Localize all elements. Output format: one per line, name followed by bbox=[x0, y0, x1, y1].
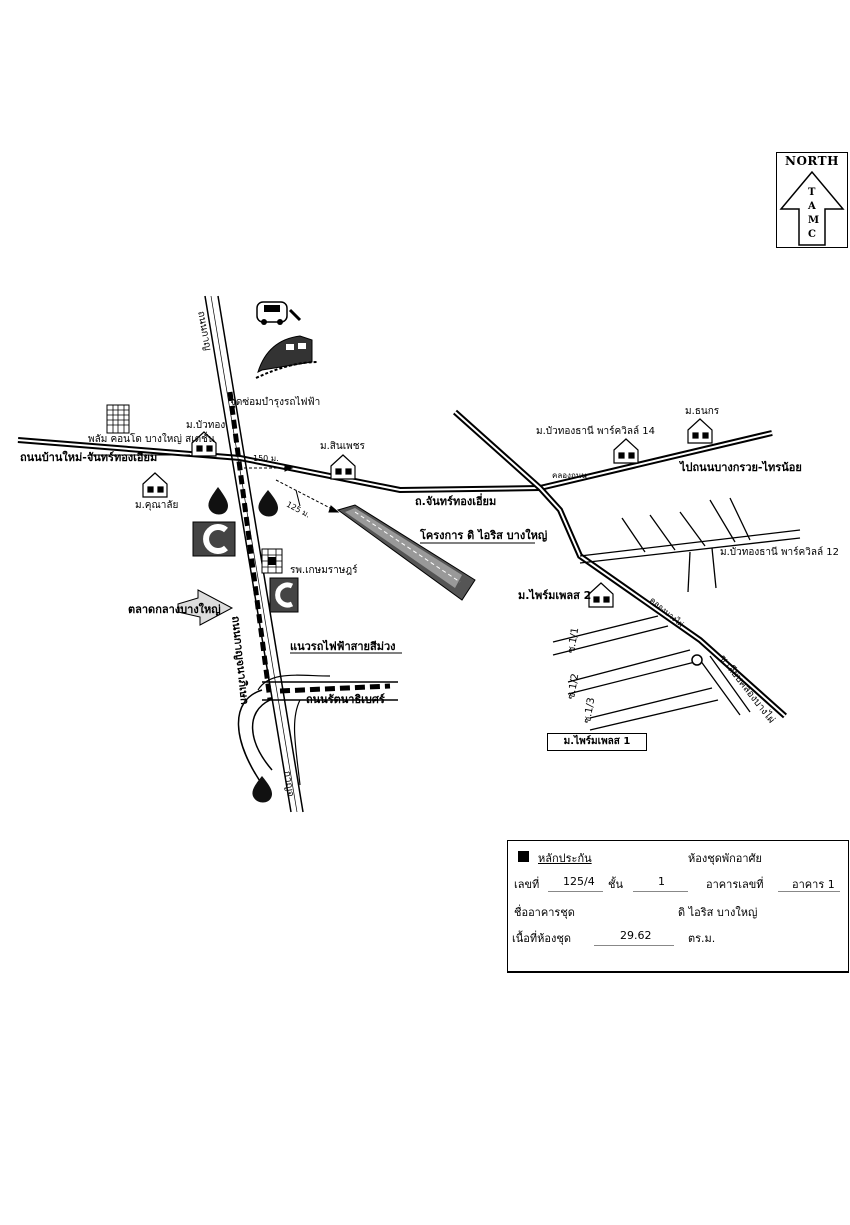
train-icon bbox=[255, 335, 319, 379]
road-label-chan-thong: ถ.จันทร์ทองเอี่ยม bbox=[415, 495, 497, 508]
hospital-icon bbox=[261, 548, 283, 574]
north-letter: A bbox=[808, 201, 816, 212]
car-repair-icon bbox=[256, 301, 302, 325]
canal-label-thanon: คลองถนน bbox=[552, 471, 587, 480]
project-site bbox=[336, 504, 476, 601]
area-unit: ตร.ม. bbox=[688, 932, 716, 945]
building-no-value: อาคาร 1 bbox=[792, 878, 835, 891]
north-letter: C bbox=[808, 229, 816, 240]
place-label-purple-line: แนวรถไฟฟ้าสายสีม่วง bbox=[290, 640, 396, 653]
place-label-bua-thong-thani-14: ม.บัวทองธานี พาร์ควิลล์ 14 bbox=[536, 426, 655, 437]
floor-label: ชั้น bbox=[608, 878, 623, 891]
no-label: เลขที่ bbox=[514, 878, 540, 891]
house-icon-bua-thong-thani-14 bbox=[613, 438, 639, 464]
building-name-value: ดิ ไอริส บางใหญ่ bbox=[678, 906, 758, 919]
purple-line-track bbox=[227, 391, 273, 701]
house-icon-thanakorn bbox=[687, 418, 713, 444]
gas-station-icon bbox=[252, 776, 272, 803]
floor-value: 1 bbox=[658, 875, 665, 888]
market-icon bbox=[177, 589, 234, 626]
building-no-label: อาคารเลขที่ bbox=[706, 878, 764, 891]
house-icon-phrommet-2 bbox=[588, 582, 614, 608]
place-label-bua-thong-thani-12: ม.บัวทองธานี พาร์ควิลล์ 12 bbox=[720, 547, 839, 558]
place-label-depot: จุดซ่อมบำรุงรถไฟฟ้า bbox=[230, 397, 321, 408]
north-letter: M bbox=[808, 215, 820, 226]
road-khlong-bang-phai bbox=[453, 409, 787, 719]
place-label-phrommet-1: ม.ไพร์มเพลส 1 bbox=[547, 733, 647, 751]
info-row-numbers: เลขที่ 125/4 ชั้น 1 อาคารเลขที่ อาคาร 1 bbox=[508, 867, 848, 895]
place-label-bua-thong: ม.บัวทอง bbox=[186, 420, 226, 431]
collateral-type: ห้องชุดพักอาศัย bbox=[688, 852, 762, 865]
road-ban-mai bbox=[17, 437, 541, 494]
place-label-khunalai: ม.คุณาลัย bbox=[135, 500, 179, 511]
road-label-bang-kruai: ไปถนนบางกรวย-ไทรน้อย bbox=[680, 461, 802, 474]
distance-label-150: 150 ม. bbox=[253, 454, 279, 463]
house-icon-khunalai bbox=[142, 472, 168, 498]
road-rattanathibet bbox=[237, 674, 398, 791]
info-row-header: หลักประกัน ห้องชุดพักอาศัย bbox=[508, 841, 848, 869]
collateral-info-table: หลักประกัน ห้องชุดพักอาศัย เลขที่ 125/4 … bbox=[507, 840, 849, 973]
gas-station-icon bbox=[208, 487, 228, 515]
place-label-project: โครงการ ดิ ไอริส บางใหญ่ bbox=[420, 529, 548, 542]
distance-arrows bbox=[244, 464, 340, 513]
info-row-building: ชื่ออาคารชุด ดิ ไอริส บางใหญ่ bbox=[508, 895, 848, 923]
road-label-rattanathibet: ถนนรัตนาธิเบศร์ bbox=[306, 693, 385, 706]
collateral-label: หลักประกัน bbox=[538, 852, 592, 865]
place-label-hospital: รพ.เกษมราษฎร์ bbox=[290, 565, 358, 576]
info-row-area: เนื้อที่ห้องชุด 29.62 ตร.ม. bbox=[508, 921, 848, 949]
house-icon-sin-phet bbox=[330, 454, 356, 480]
road-kanchanaphisek bbox=[204, 295, 304, 813]
north-label: NORTH bbox=[785, 154, 839, 168]
north-letter: T bbox=[808, 187, 816, 198]
place-label-plum: พลัม คอนโด บางใหญ่ สเตชั่น bbox=[88, 434, 215, 445]
place-label-market: ตลาดกลางบางใหญ่ bbox=[128, 603, 221, 616]
place-label-sin-phet: ม.สินเพชร bbox=[320, 441, 365, 452]
condo-icon bbox=[106, 404, 130, 434]
side-roads bbox=[552, 497, 801, 731]
area-value: 29.62 bbox=[620, 929, 652, 942]
house-icons bbox=[142, 418, 713, 608]
road-label-ban-mai: ถนนบ้านใหม่-จันทร์ทองเอียม bbox=[20, 451, 158, 464]
house-icon-bua-thong bbox=[191, 431, 217, 457]
building-name-label: ชื่ออาคารชุด bbox=[514, 906, 575, 919]
north-arrow-icon bbox=[779, 170, 845, 246]
place-label-phrommet-2: ม.ไพร์มเพลส 2 bbox=[518, 589, 592, 602]
collateral-marker-icon bbox=[518, 851, 529, 862]
area-label: เนื้อที่ห้องชุด bbox=[512, 932, 571, 945]
road-to-bang-kruai bbox=[539, 430, 773, 491]
gas-station-icon bbox=[258, 490, 278, 517]
place-label-thanakorn: ม.ธนกร bbox=[685, 406, 720, 417]
big-c-icons bbox=[192, 521, 299, 613]
no-value: 125/4 bbox=[563, 875, 595, 888]
gas-station-icons bbox=[208, 487, 278, 803]
north-arrow-box: NORTH T A M C bbox=[776, 152, 848, 248]
